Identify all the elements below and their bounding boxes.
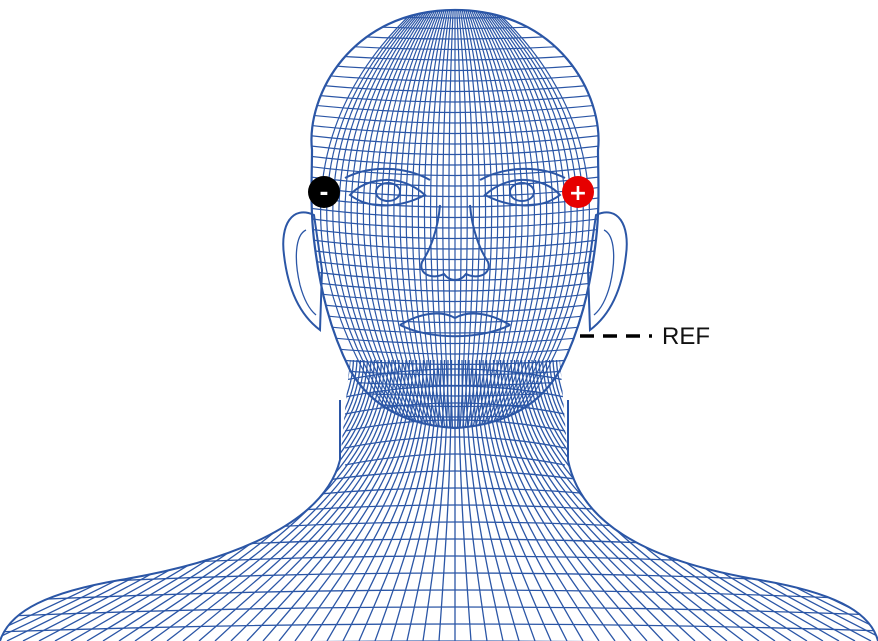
negative-electrode-sign: - [319,181,328,206]
head-mesh [290,10,620,438]
positive-electrode: + [562,176,594,208]
positive-electrode-sign: + [569,181,587,206]
right-ear-inner [594,230,614,315]
left-eye [345,169,430,206]
negative-electrode: - [308,176,340,208]
left-ear [283,212,322,330]
right-eye [480,169,565,206]
reference-label: REF [662,323,710,350]
right-ear [588,212,627,330]
neck-shoulder-mesh [0,360,878,641]
left-ear-inner [296,230,316,315]
